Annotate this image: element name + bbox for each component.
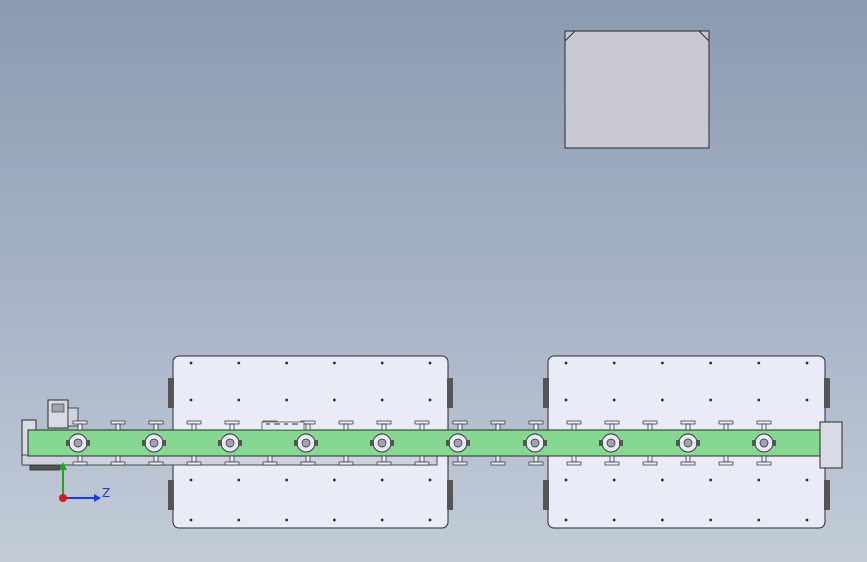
bolt-hole bbox=[709, 478, 712, 482]
bolt-hole bbox=[189, 398, 193, 402]
bolt-hole bbox=[612, 398, 616, 402]
floating-panel[interactable] bbox=[564, 30, 710, 149]
belt-carrier bbox=[604, 420, 620, 466]
bolt-hole bbox=[805, 398, 809, 402]
bolt-hole bbox=[380, 361, 384, 365]
belt-carrier bbox=[148, 420, 164, 466]
bolt-hole bbox=[612, 478, 616, 482]
belt-carrier bbox=[338, 420, 354, 466]
bolt-hole bbox=[661, 361, 664, 365]
bolt-hole bbox=[661, 398, 664, 402]
belt-carrier bbox=[110, 420, 126, 466]
belt-carrier bbox=[72, 420, 88, 466]
belt-fixture[interactable] bbox=[599, 433, 623, 453]
belt-carrier bbox=[414, 420, 430, 466]
belt-carrier bbox=[642, 420, 658, 466]
bolt-hole bbox=[709, 361, 712, 365]
belt-fixture[interactable] bbox=[752, 433, 776, 453]
bolt-hole bbox=[805, 478, 809, 482]
bolt-hole bbox=[237, 478, 241, 482]
belt-fixture[interactable] bbox=[66, 433, 90, 453]
belt-fixture[interactable] bbox=[370, 433, 394, 453]
bolt-hole bbox=[237, 518, 241, 522]
bolt-hole bbox=[380, 518, 384, 522]
belt-carrier bbox=[300, 420, 316, 466]
bolt-hole bbox=[612, 518, 616, 522]
belt-carrier bbox=[718, 420, 734, 466]
belt-fixture[interactable] bbox=[523, 433, 547, 453]
bolt-hole bbox=[333, 478, 336, 482]
bolt-hole bbox=[237, 398, 241, 402]
label-plate bbox=[261, 421, 305, 431]
bolt-hole bbox=[757, 398, 761, 402]
belt-carrier bbox=[528, 420, 544, 466]
bolt-hole bbox=[709, 518, 712, 522]
bolt-hole bbox=[285, 398, 288, 402]
belt-fixture[interactable] bbox=[446, 433, 470, 453]
bolt-hole bbox=[380, 478, 384, 482]
belt-carrier bbox=[452, 420, 468, 466]
bolt-hole bbox=[612, 361, 616, 365]
bolt-hole bbox=[285, 361, 288, 365]
belt-fixture[interactable] bbox=[218, 433, 242, 453]
belt-fixture[interactable] bbox=[142, 433, 166, 453]
belt-carrier bbox=[566, 420, 582, 466]
bolt-hole bbox=[428, 361, 432, 365]
bolt-hole bbox=[285, 518, 288, 522]
belt-carrier bbox=[756, 420, 772, 466]
bolt-hole bbox=[805, 361, 809, 365]
bolt-hole bbox=[189, 518, 193, 522]
bolt-hole bbox=[237, 361, 241, 365]
bolt-hole bbox=[189, 478, 193, 482]
bolt-hole bbox=[333, 518, 336, 522]
belt-carrier bbox=[224, 420, 240, 466]
bolt-hole bbox=[380, 398, 384, 402]
bolt-hole bbox=[757, 361, 761, 365]
bolt-hole bbox=[757, 478, 761, 482]
bolt-hole bbox=[189, 361, 193, 365]
bolt-hole bbox=[564, 478, 568, 482]
bolt-hole bbox=[428, 518, 432, 522]
bolt-hole bbox=[661, 478, 664, 482]
bolt-hole bbox=[709, 398, 712, 402]
belt-carrier bbox=[376, 420, 392, 466]
bolt-hole bbox=[564, 398, 568, 402]
bolt-hole bbox=[333, 398, 336, 402]
z-axis-label: Z bbox=[102, 486, 111, 500]
belt-fixture[interactable] bbox=[294, 433, 318, 453]
bolt-hole bbox=[564, 361, 568, 365]
belt-carrier bbox=[680, 420, 696, 466]
belt-carrier bbox=[490, 420, 506, 466]
bolt-hole bbox=[428, 398, 432, 402]
belt-carrier bbox=[186, 420, 202, 466]
coordinate-triad-icon bbox=[59, 462, 101, 502]
bolt-hole bbox=[285, 478, 288, 482]
bolt-hole bbox=[333, 361, 336, 365]
bolt-hole bbox=[757, 518, 761, 522]
belt-fixture[interactable] bbox=[676, 433, 700, 453]
bolt-hole bbox=[661, 518, 664, 522]
bolt-hole bbox=[805, 518, 809, 522]
bolt-hole bbox=[428, 478, 432, 482]
bolt-hole bbox=[564, 518, 568, 522]
